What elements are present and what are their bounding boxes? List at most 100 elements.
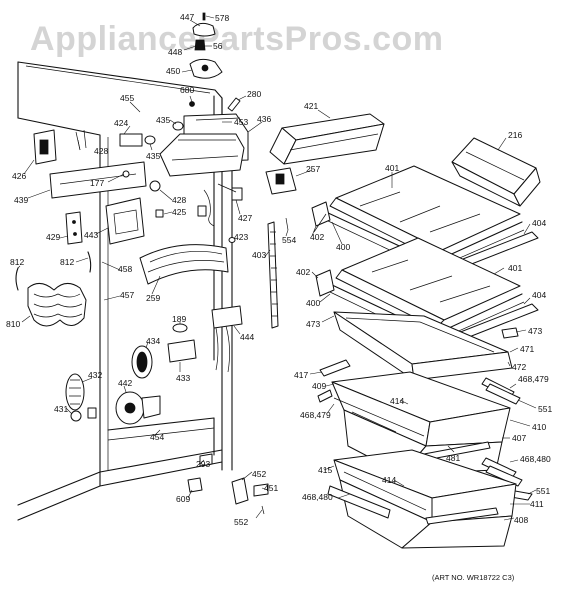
callout-473a: 473 — [306, 319, 320, 329]
callout-402a: 402 — [310, 232, 324, 242]
knob-431 — [70, 407, 97, 422]
callout-468-479a: 468,479 — [518, 374, 549, 384]
callout-434: 434 — [146, 336, 160, 346]
callout-259: 259 — [146, 293, 160, 303]
callout-812a: 812 — [10, 257, 24, 267]
callout-189: 189 — [172, 314, 186, 324]
callout-423: 423 — [234, 232, 248, 242]
top-cover-421 — [269, 113, 385, 165]
callout-431: 431 — [54, 404, 68, 414]
callout-410: 410 — [532, 422, 546, 432]
callout-425: 425 — [172, 207, 186, 217]
thermistor-parts — [189, 97, 241, 112]
watermark: AppliancePartsPros.com — [30, 20, 443, 58]
callout-426: 426 — [12, 171, 26, 181]
fan-motor — [115, 391, 161, 425]
evaporator-coil — [27, 283, 87, 327]
callout-810: 810 — [6, 319, 20, 329]
thermostat — [149, 180, 164, 218]
callout-436: 436 — [257, 114, 271, 124]
callout-411: 411 — [530, 499, 544, 509]
fan-motor-bracket — [167, 323, 197, 363]
callout-443: 443 — [84, 230, 98, 240]
callout-401a: 401 — [385, 163, 399, 173]
callout-468-480a: 468,480 — [520, 454, 551, 464]
callout-435a: 435 — [156, 115, 170, 125]
crisper-drawer-lower — [327, 449, 517, 549]
callout-408: 408 — [514, 515, 528, 525]
callout-216: 216 — [508, 130, 522, 140]
callout-56: 56 — [213, 41, 223, 51]
callout-451: 451 — [264, 483, 278, 493]
callout-414a: 414 — [390, 396, 404, 406]
callout-812b: 812 — [60, 257, 74, 267]
callout-578: 578 — [215, 13, 229, 23]
callout-424: 424 — [114, 118, 128, 128]
callout-280: 280 — [247, 89, 261, 99]
callout-177: 177 — [90, 178, 104, 188]
callout-680: 680 — [180, 85, 194, 95]
callout-415: 415 — [318, 465, 332, 475]
callout-404a: 404 — [532, 218, 546, 228]
callout-400b: 400 — [306, 298, 320, 308]
callout-448: 448 — [168, 47, 182, 57]
callout-257: 257 — [306, 164, 320, 174]
callout-447: 447 — [180, 12, 194, 22]
leader-lines — [17, 15, 537, 521]
callout-414b: 414 — [382, 475, 396, 485]
callout-401b: 401 — [508, 263, 522, 273]
callout-labels: 447 578 448 56 450 680 280 455 421 424 4… — [6, 12, 552, 527]
door-bin-216 — [451, 137, 541, 207]
callout-442: 442 — [118, 378, 132, 388]
callout-457: 457 — [120, 290, 134, 300]
callout-428a: 428 — [94, 146, 108, 156]
callout-444: 444 — [240, 332, 254, 342]
callout-403: 403 — [252, 250, 266, 260]
callout-481: 481 — [446, 453, 460, 463]
callout-468-480b: 468,480 — [302, 492, 333, 502]
callout-472: 472 — [512, 362, 526, 372]
callout-435b: 435 — [146, 151, 160, 161]
control-housing — [33, 129, 87, 165]
grille-432 — [65, 373, 85, 411]
callout-439: 439 — [14, 195, 28, 205]
connector-444 — [211, 305, 243, 373]
callout-400a: 400 — [336, 242, 350, 252]
callout-468-479b: 468,479 — [300, 410, 331, 420]
callout-473b: 473 — [528, 326, 542, 336]
callout-421: 421 — [304, 101, 318, 111]
callout-453: 453 — [234, 117, 248, 127]
control-bracket — [105, 197, 145, 245]
callout-552: 552 — [234, 517, 248, 527]
callout-432: 432 — [88, 370, 102, 380]
callout-293: 293 — [196, 459, 210, 469]
thermostat-257 — [265, 167, 297, 195]
callout-404b: 404 — [532, 290, 546, 300]
callout-471: 471 — [520, 344, 534, 354]
hardware-small — [187, 453, 269, 515]
callout-450: 450 — [166, 66, 180, 76]
callout-402b: 402 — [296, 267, 310, 277]
control-cover — [49, 161, 147, 199]
callout-458: 458 — [118, 264, 132, 274]
callout-454: 454 — [150, 432, 164, 442]
wire-harness — [197, 183, 243, 227]
callout-554: 554 — [282, 235, 296, 245]
damper-control-assembly — [189, 12, 223, 79]
screw-554 — [285, 217, 289, 231]
crisper-cover — [333, 311, 519, 381]
art-number: (ART NO. WR18722 C3) — [432, 573, 515, 582]
callout-417: 417 — [294, 370, 308, 380]
diffuser-cover — [139, 244, 229, 285]
crisper-rails-upper — [319, 359, 521, 405]
callout-409: 409 — [312, 381, 326, 391]
callout-452: 452 — [252, 469, 266, 479]
bracket-429 — [65, 211, 83, 245]
callout-427: 427 — [238, 213, 252, 223]
air-duct-housing — [159, 113, 249, 177]
callout-455: 455 — [120, 93, 134, 103]
callout-407: 407 — [512, 433, 526, 443]
callout-551a: 551 — [538, 404, 552, 414]
callout-428b: 428 — [172, 195, 186, 205]
